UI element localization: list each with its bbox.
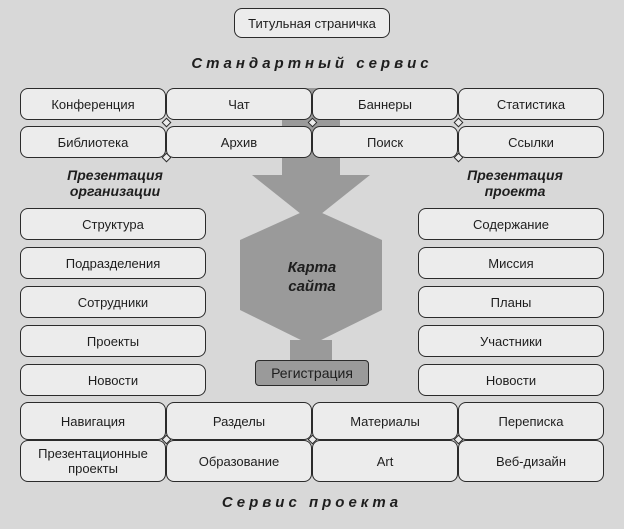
registration-box[interactable]: Регистрация [255, 360, 369, 386]
sections-box[interactable]: Разделы [166, 402, 312, 440]
links-box[interactable]: Ссылки [458, 126, 604, 158]
presentation-projects-box[interactable]: Презентационные проекты [20, 440, 166, 482]
proj-participants-box[interactable]: Участники [418, 325, 604, 357]
education-box[interactable]: Образование [166, 440, 312, 482]
archive-box[interactable]: Архив [166, 126, 312, 158]
chat-box[interactable]: Чат [166, 88, 312, 120]
org-structure-box[interactable]: Структура [20, 208, 206, 240]
org-news-box[interactable]: Новости [20, 364, 206, 396]
materials-box[interactable]: Материалы [312, 402, 458, 440]
sitemap-hexagon [240, 208, 382, 345]
project-service-title: Сервис проекта [221, 493, 403, 511]
statistics-box[interactable]: Статистика [458, 88, 604, 120]
down-stem [290, 340, 332, 362]
proj-plans-box[interactable]: Планы [418, 286, 604, 318]
art-box[interactable]: Art [312, 440, 458, 482]
library-box[interactable]: Библиотека [20, 126, 166, 158]
conference-box[interactable]: Конференция [20, 88, 166, 120]
proj-mission-box[interactable]: Миссия [418, 247, 604, 279]
org-presentation-header: Презентация организации [67, 167, 163, 199]
proj-content-box[interactable]: Содержание [418, 208, 604, 240]
banners-box[interactable]: Баннеры [312, 88, 458, 120]
project-presentation-header: Презентация проекта [467, 167, 563, 199]
proj-news-box[interactable]: Новости [418, 364, 604, 396]
title-page-label: Титульная страничка [248, 15, 376, 31]
title-page-box[interactable]: Титульная страничка [234, 8, 390, 38]
sitemap-label[interactable]: Карта сайта [287, 259, 337, 295]
down-arrow [252, 88, 370, 222]
search-box[interactable]: Поиск [312, 126, 458, 158]
correspondence-box[interactable]: Переписка [458, 402, 604, 440]
org-departments-box[interactable]: Подразделения [20, 247, 206, 279]
standard-service-title: Стандартный сервис [191, 54, 433, 72]
org-projects-box[interactable]: Проекты [20, 325, 206, 357]
org-employees-box[interactable]: Сотрудники [20, 286, 206, 318]
navigation-box[interactable]: Навигация [20, 402, 166, 440]
web-design-box[interactable]: Веб-дизайн [458, 440, 604, 482]
